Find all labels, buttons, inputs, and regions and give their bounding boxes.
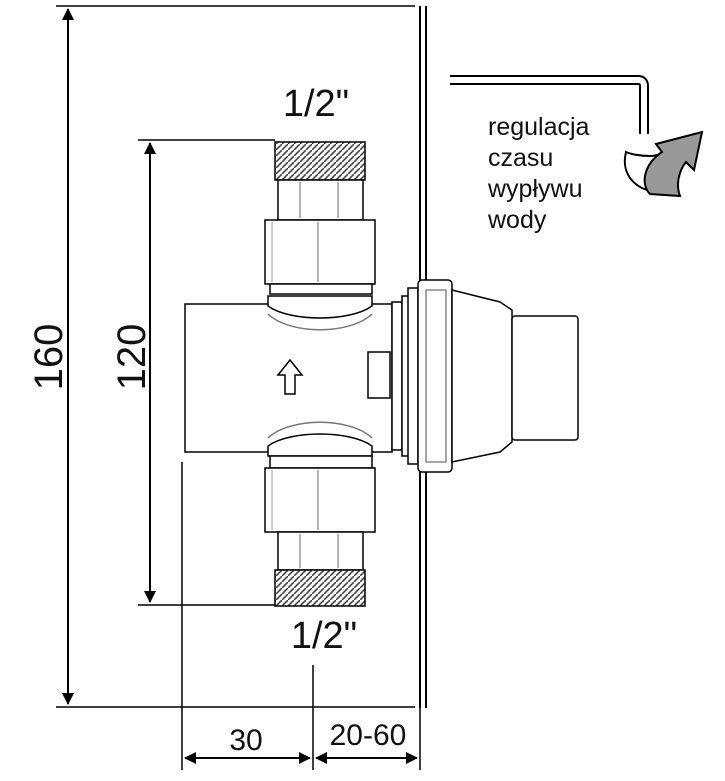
- bottom-nut: [264, 467, 376, 533]
- note-line-2: czasu: [488, 144, 554, 172]
- bottom-thread: [274, 569, 366, 607]
- up-arrow-icon: [276, 358, 304, 395]
- valve-body: [184, 141, 393, 607]
- dim-20-60-label: 20-60: [330, 719, 407, 752]
- push-button-assembly: [391, 279, 579, 473]
- dimension-lines: [62, 7, 418, 764]
- top-nut: [264, 219, 376, 285]
- top-thread: [274, 141, 366, 181]
- note-line-1: regulacja: [488, 113, 590, 141]
- dim-30-label: 30: [229, 724, 262, 757]
- note-line-3: wypływu: [488, 175, 583, 203]
- rotate-arrow-icon: [623, 130, 704, 198]
- bottom-thread-label: 1/2": [291, 615, 357, 657]
- extension-lines: [56, 5, 421, 770]
- dim-120-label: 120: [110, 324, 154, 391]
- push-button: [511, 315, 579, 441]
- top-thread-label: 1/2": [283, 83, 349, 125]
- hex-key-icon: [450, 75, 649, 134]
- note-line-4: wody: [488, 206, 547, 234]
- adjustment-note: regulacja czasu wypływu wody: [488, 112, 628, 236]
- dim-160-label: 160: [27, 324, 71, 391]
